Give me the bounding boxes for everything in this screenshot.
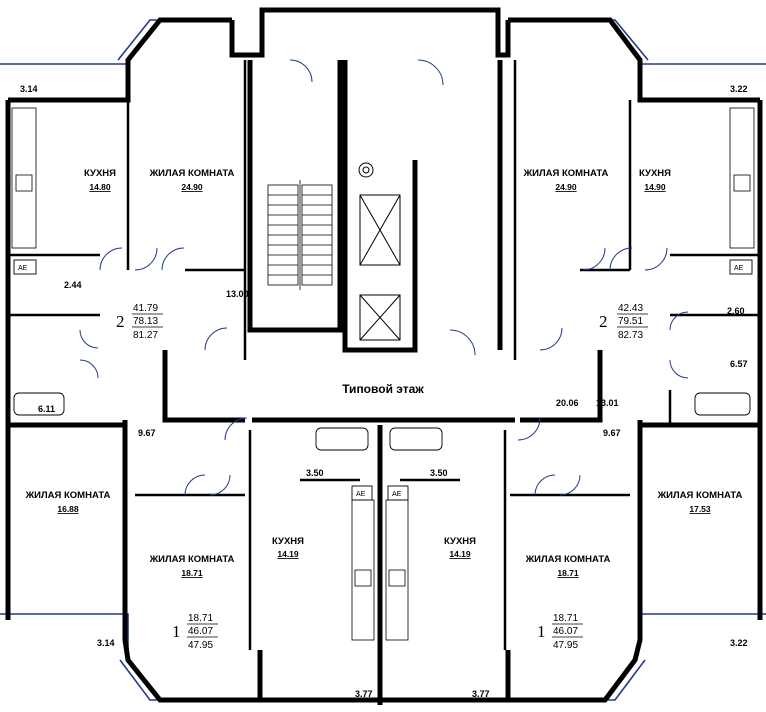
meter-label-tr: AE (734, 265, 744, 272)
dim-bath-r: 2.60 (727, 306, 745, 316)
room-label-living-ml: ЖИЛАЯ КОМНАТА (25, 490, 111, 501)
stairs (267, 180, 333, 290)
apt-summary-top-left: 2 41.79 78.13 81.27 (116, 303, 163, 341)
apt-full-bl: 47.95 (188, 640, 213, 651)
apt-total-tl: 78.13 (133, 316, 158, 327)
room-area-kitchen-bl: 14.19 (277, 549, 299, 559)
room-label-living-tr: ЖИЛАЯ КОМНАТА (523, 168, 609, 179)
dim-corridor-r2: 13.01 (596, 398, 619, 408)
room-area-living-mr: 17.53 (689, 504, 711, 514)
room-label-living-bl: ЖИЛАЯ КОМНАТА (149, 554, 235, 565)
dim-hall-l: 13.00 (226, 289, 249, 299)
dim-balcony-tr: 3.22 (730, 84, 748, 94)
dim-balcony-tl: 3.14 (20, 84, 38, 94)
room-area-kitchen-br: 14.19 (449, 549, 471, 559)
apt-rooms-tr: 2 (599, 312, 608, 331)
apt-living-tl: 41.79 (133, 303, 158, 314)
room-label-kitchen-tl: КУХНЯ (84, 168, 116, 179)
floor-title: Типовой этаж (342, 382, 424, 396)
room-label-kitchen-br: КУХНЯ (444, 536, 476, 547)
room-area-living-bl: 18.71 (181, 568, 203, 578)
meter-label-tl: AE (18, 265, 28, 272)
room-label-living-mr: ЖИЛАЯ КОМНАТА (657, 490, 743, 501)
dim-hall-mr: 9.67 (603, 428, 621, 438)
room-area-kitchen-tr: 14.90 (644, 182, 666, 192)
dim-hall-ml: 9.67 (138, 428, 156, 438)
dim-loggia-br: 3.77 (472, 689, 490, 699)
apt-rooms-tl: 2 (116, 312, 125, 331)
apt-total-tr: 79.51 (618, 316, 643, 327)
apt-full-tl: 81.27 (133, 330, 158, 341)
room-area-kitchen-tl: 14.80 (89, 182, 111, 192)
apt-total-br: 46.07 (553, 626, 578, 637)
apt-total-bl: 46.07 (188, 626, 213, 637)
room-label-living-tl: ЖИЛАЯ КОМНАТА (149, 168, 235, 179)
balcony-outlines (0, 19, 766, 701)
apt-summary-bottom-right: 1 18.71 46.07 47.95 (537, 613, 583, 651)
meter-label-bl: AE (356, 491, 366, 498)
elevators (358, 162, 401, 341)
room-area-living-ml: 16.88 (57, 504, 79, 514)
dim-wc-r: 6.57 (730, 359, 748, 369)
room-label-living-br: ЖИЛАЯ КОМНАТА (525, 554, 611, 565)
dim-corridor-r1: 20.06 (556, 398, 579, 408)
door-swings (79, 59, 689, 496)
room-area-living-br: 18.71 (557, 568, 579, 578)
dim-wc-l: 6.11 (38, 404, 55, 414)
apt-living-tr: 42.43 (618, 303, 643, 314)
room-area-living-tr: 24.90 (555, 182, 577, 192)
apt-summary-top-right: 2 42.43 79.51 82.73 (599, 303, 648, 341)
dim-loggia-bl: 3.77 (355, 689, 373, 699)
room-area-living-tl: 24.90 (181, 182, 203, 192)
apt-full-tr: 82.73 (618, 330, 643, 341)
apt-living-bl: 18.71 (188, 613, 213, 624)
apt-living-br: 18.71 (553, 613, 578, 624)
apt-rooms-bl: 1 (172, 622, 181, 641)
room-label-kitchen-tr: КУХНЯ (639, 168, 671, 179)
dim-balcony-bl: 3.14 (97, 638, 115, 648)
dim-bath-cl: 3.50 (306, 468, 324, 478)
dim-bath-l: 2.44 (64, 280, 82, 290)
partitions (8, 60, 760, 650)
apt-summary-bottom-left: 1 18.71 46.07 47.95 (172, 613, 218, 651)
dim-balcony-br: 3.22 (730, 638, 748, 648)
apt-rooms-br: 1 (537, 622, 546, 641)
bathtubs (13, 392, 751, 451)
room-label-kitchen-bl: КУХНЯ (272, 536, 304, 547)
walls (5, 7, 763, 705)
meter-boxes (13, 259, 753, 501)
dim-bath-cr: 3.50 (430, 468, 448, 478)
apt-full-br: 47.95 (553, 640, 578, 651)
meter-label-br: AE (392, 491, 402, 498)
